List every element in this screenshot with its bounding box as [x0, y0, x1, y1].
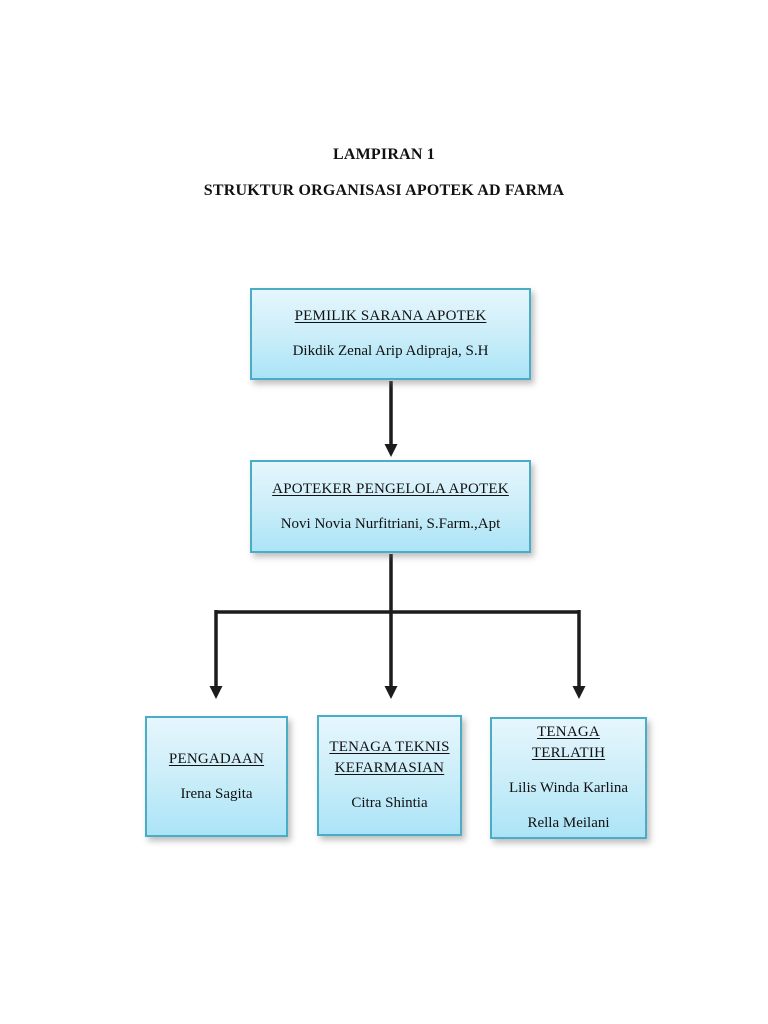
- org-node-member-list: Lilis Winda Karlina Rella Meilani: [509, 778, 628, 834]
- connector-apoteker-to-pengadaan: [209, 610, 223, 699]
- connector-apoteker-to-teknis: [384, 554, 398, 699]
- org-node-member-name: Rella Meilani: [527, 815, 610, 831]
- connector-pemilik-to-apoteker: [384, 381, 398, 457]
- org-node-member-name: Irena Sagita: [180, 785, 253, 802]
- org-node-title: APOTEKER PENGELOLA APOTEK: [272, 480, 509, 497]
- org-node-title-line2: TERLATIH: [531, 745, 606, 761]
- org-node-title-line1: TENAGA: [537, 724, 600, 740]
- page-title: LAMPIRAN 1: [333, 146, 435, 163]
- org-node-title: TENAGA TEKNIS KEFARMASIAN: [329, 737, 449, 779]
- org-node-tenaga-terlatih: TENAGA TERLATIH Lilis Winda Karlina Rell…: [490, 717, 647, 839]
- connector-apoteker-to-terlatih: [572, 610, 586, 699]
- org-node-title-line2: KEFARMASIAN: [334, 760, 445, 776]
- org-node-title: TENAGA TERLATIH: [532, 722, 605, 764]
- org-node-member-name: Novi Novia Nurfitriani, S.Farm.,Apt: [280, 515, 501, 532]
- org-node-member-name: Lilis Winda Karlina: [508, 780, 629, 796]
- org-node-apoteker-pengelola-apotek: APOTEKER PENGELOLA APOTEK Novi Novia Nur…: [250, 460, 531, 553]
- org-node-pemilik-sarana-apotek: PEMILIK SARANA APOTEK Dikdik Zenal Arip …: [250, 288, 531, 380]
- org-node-tenaga-teknis-kefarmasian: TENAGA TEKNIS KEFARMASIAN Citra Shintia: [317, 715, 462, 836]
- org-node-member-name: Dikdik Zenal Arip Adipraja, S.H: [292, 343, 489, 359]
- org-node-title-line1: TENAGA TEKNIS: [329, 739, 450, 755]
- page-subtitle: STRUKTUR ORGANISASI APOTEK AD FARMA: [203, 182, 565, 199]
- org-node-title: PENGADAAN: [168, 750, 265, 767]
- org-node-pengadaan: PENGADAAN Irena Sagita: [145, 716, 288, 837]
- org-node-title: PEMILIK SARANA APOTEK: [294, 308, 487, 324]
- org-node-member-name: Citra Shintia: [351, 795, 428, 811]
